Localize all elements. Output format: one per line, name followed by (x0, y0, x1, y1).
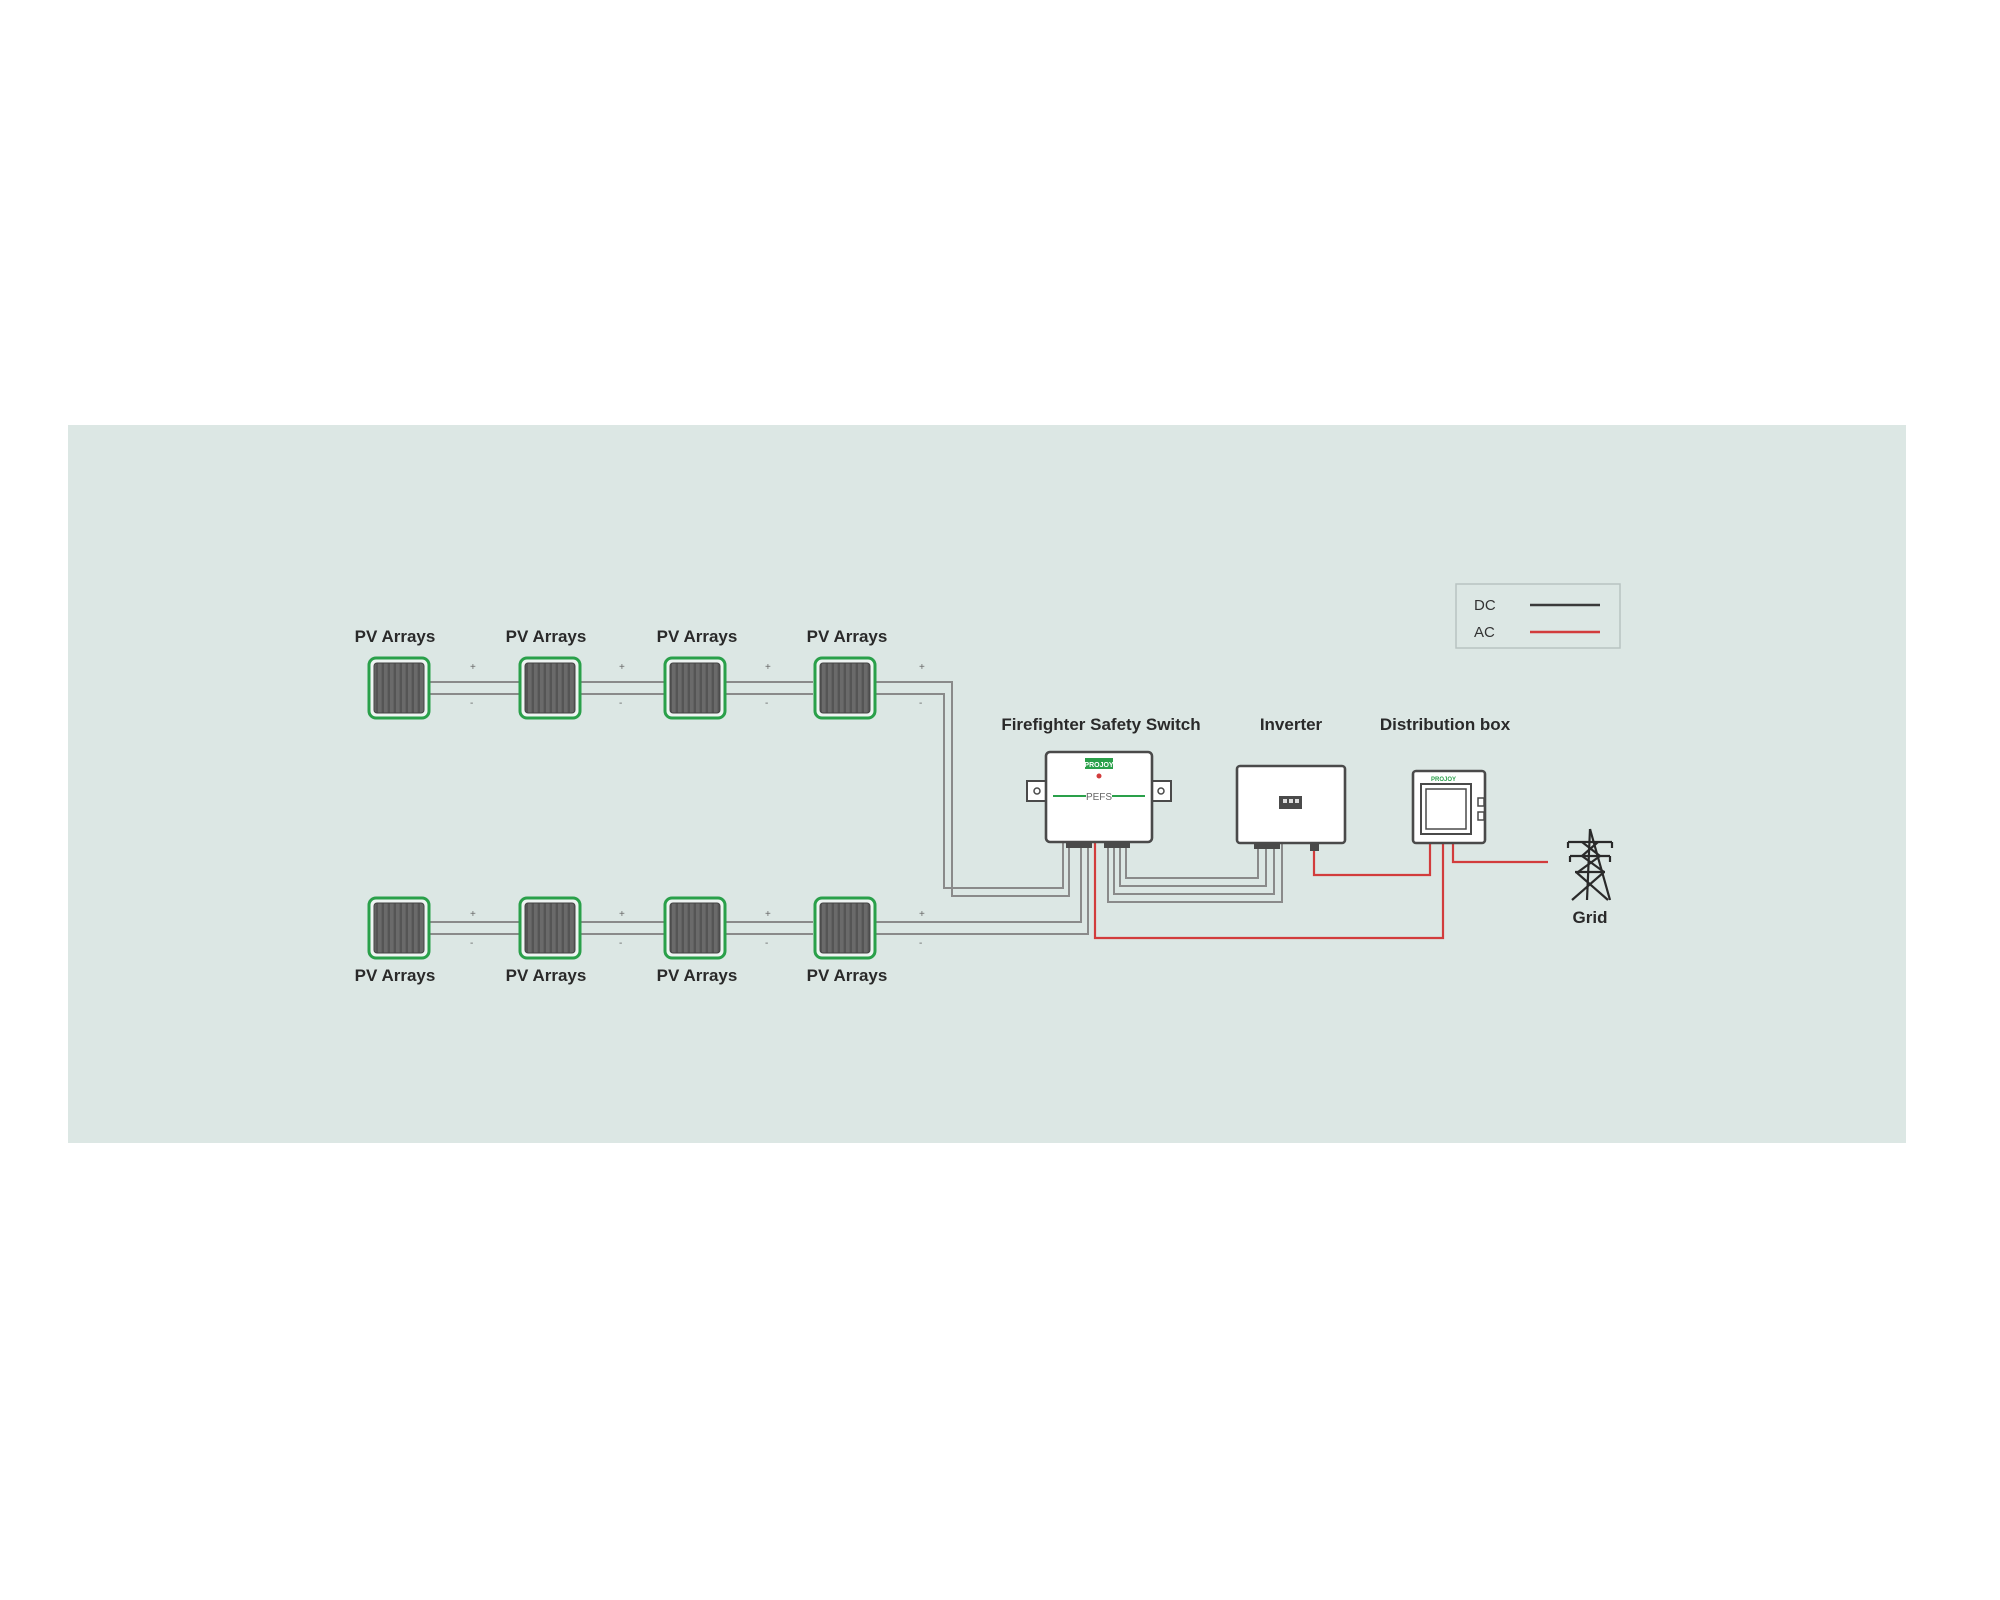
plus-mark: + (470, 909, 476, 920)
pv-panel (367, 896, 431, 960)
plus-mark: + (619, 909, 625, 920)
legend: DC AC (1455, 583, 1621, 649)
minus-mark: - (470, 938, 473, 949)
inverter-title: Inverter (1260, 715, 1323, 734)
distribution-box-title: Distribution box (1380, 715, 1511, 734)
pv-array-label: PV Arrays (355, 627, 436, 646)
pv-array-label: PV Arrays (506, 627, 587, 646)
plus-mark: + (919, 662, 925, 673)
pv-panel (663, 656, 727, 720)
minus-mark: - (619, 938, 622, 949)
minus-mark: - (919, 698, 922, 709)
pv-array-label: PV Arrays (657, 966, 738, 985)
minus-mark: - (765, 938, 768, 949)
minus-mark: - (919, 938, 922, 949)
legend-ac-label: AC (1474, 624, 1495, 641)
ac-wiring (1093, 843, 1548, 940)
plus-mark: + (919, 909, 925, 920)
pv-array-label: PV Arrays (807, 627, 888, 646)
legend-dc-label: DC (1474, 597, 1496, 614)
grid-title: Grid (1573, 908, 1608, 927)
dc-wiring (430, 681, 1283, 935)
distribution-box-brand: PROJOY (1431, 777, 1456, 783)
pv-array-label: PV Arrays (506, 966, 587, 985)
minus-mark: - (619, 698, 622, 709)
plus-mark: + (765, 662, 771, 673)
firefighter-safety-switch: PROJOY PEFS (1026, 750, 1172, 848)
pv-labels: PV Arrays PV Arrays PV Arrays PV Arrays … (355, 627, 888, 985)
switch-brand: PROJOY (1084, 762, 1114, 769)
plus-mark: + (619, 662, 625, 673)
minus-mark: - (765, 698, 768, 709)
pv-panel (663, 896, 727, 960)
inverter (1235, 764, 1347, 851)
distribution-box: PROJOY (1411, 769, 1487, 845)
pv-array-label: PV Arrays (807, 966, 888, 985)
switch-model: PEFS (1086, 792, 1112, 803)
pv-panel (518, 896, 582, 960)
diagram-background (68, 425, 1906, 1143)
pv-array-label: PV Arrays (657, 627, 738, 646)
minus-mark: - (470, 698, 473, 709)
polarity-marks: + - + - + - + - + - + - + - + - (470, 662, 925, 949)
switch-title: Firefighter Safety Switch (1001, 715, 1200, 734)
transmission-tower-icon (1566, 828, 1614, 901)
pv-panel (813, 896, 877, 960)
pv-panel (367, 656, 431, 720)
plus-mark: + (765, 909, 771, 920)
pv-array-label: PV Arrays (355, 966, 436, 985)
plus-mark: + (470, 662, 476, 673)
pv-panel (813, 656, 877, 720)
pv-panel (518, 656, 582, 720)
